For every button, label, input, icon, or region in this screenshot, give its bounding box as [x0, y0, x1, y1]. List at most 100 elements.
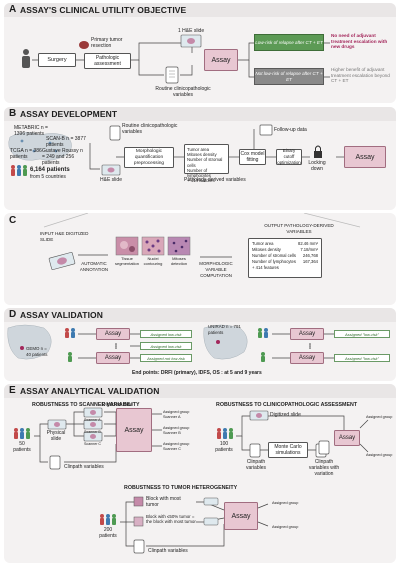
- scanb-label: SCAN-B n = 3877 patients: [46, 136, 86, 148]
- output-label: OUTPUT PATHOLOGY-DERIVED VARIABLES: [264, 223, 334, 234]
- scanner-n: 50 patients: [13, 441, 31, 453]
- assigned-scanner-b: Assigned group Scanner B: [163, 426, 190, 435]
- mitoses-label: Mitoses detection: [170, 256, 188, 266]
- locking-label: Locking down: [308, 160, 326, 172]
- input-label: INPUT H&E DIGITIZED SLIDE: [40, 231, 89, 242]
- people-icon: [11, 165, 27, 176]
- clinico-n: 100 patients: [215, 441, 233, 453]
- morph-comp-label: MORPHOLOGIC VARIABLE COMPUTATION: [199, 261, 233, 278]
- features-box: Tumor area Mitoses density Number of str…: [184, 144, 229, 183]
- clinpath-label-e1: Clinpath variables: [64, 464, 104, 470]
- block-50-label: Block with ≤50% tumor = the block with m…: [146, 514, 196, 524]
- lock-icon: [314, 145, 322, 158]
- clinico-title: ROBUSTNESS TO CLINICOPATHOLOGIC ASSESSME…: [216, 402, 358, 408]
- panel-b-letter: B: [9, 108, 17, 119]
- assay-box-d4: Assay: [290, 352, 324, 364]
- panel-a-arrows: [22, 34, 330, 84]
- assay-box-d2: Assay: [96, 352, 130, 364]
- clinico-slide-icon: [249, 410, 269, 421]
- panel-a: A ASSAY'S CLINICAL UTILITY OBJECTIVE Sur…: [4, 3, 396, 103]
- hetero-title: ROBUSTNESS TO TUMOR HETEROGENEITY: [124, 485, 238, 491]
- panel-a-letter: A: [9, 4, 17, 15]
- tablet-icon-e3: [133, 539, 145, 554]
- left-group-1: Assigned low-risk: [140, 342, 192, 350]
- out-row: Number of stromal cells 246,768: [252, 253, 318, 259]
- feature-0: Tumor area: [187, 147, 210, 152]
- feature-3: Number of lymphocytes: [187, 167, 211, 179]
- tissue-label: Tissue segmentation: [114, 256, 139, 266]
- scanner-b: Scanner B: [84, 430, 101, 434]
- out-row-label: Mitoses density: [252, 247, 281, 252]
- panel-c: C INPUT H&E DIGITIZED SLIDE AUTOMATIC AN…: [4, 213, 396, 305]
- path-derived-label: Pathology-derived variables: [184, 177, 246, 183]
- digitized-label: Digitized slide: [102, 402, 133, 408]
- unirad-label: UNIRAD n = 791 patients: [208, 324, 241, 335]
- routine-label-b: Routine clinicopathologic variables: [122, 123, 178, 135]
- clinico-clinpath-label: Clinpath variables: [245, 459, 266, 471]
- europe-map-right: [203, 324, 248, 360]
- right-group-0: Assigned "low-risk": [334, 330, 390, 338]
- auto-label: AUTOMATIC ANNOTATION: [79, 261, 109, 272]
- slide-icon: [180, 34, 202, 48]
- panel-e-letter: E: [9, 385, 16, 396]
- hetero-group-1: Assigned group: [272, 525, 299, 529]
- followup-icon: [259, 124, 273, 136]
- countries-label: from 5 countries: [30, 174, 66, 180]
- clinico-group-1: Assigned group: [366, 453, 393, 457]
- nuclei-label: Nuclei contouring: [143, 256, 163, 266]
- out-row-label: Tumor area: [252, 241, 274, 246]
- assay-box-b: Assay: [344, 146, 386, 168]
- mitoses-image: [167, 236, 191, 256]
- clinico-digitized-label: Digitized slide: [270, 412, 301, 418]
- assay-box-e1: Assay: [116, 408, 152, 452]
- assay-box-e2: Assay: [334, 430, 360, 446]
- europe-map-left: [7, 324, 52, 360]
- tumor-icon: [79, 41, 89, 49]
- tablet-icon-e1: [49, 455, 61, 470]
- out-row: Mitoses density 7.18/mm²: [252, 247, 318, 253]
- hetero-group-0: Assigned group: [272, 501, 299, 505]
- panel-d-title: ASSAY VALIDATION: [20, 310, 103, 320]
- assay-box-a: Assay: [204, 49, 238, 71]
- assay-box-d1: Assay: [96, 328, 130, 340]
- assigned-scanner-c: Assigned group Scanner C: [163, 442, 190, 451]
- left-group-0: Assigned low-risk: [140, 330, 192, 338]
- no-need-text: No need of adjuvant treatment escalation…: [331, 33, 388, 50]
- input-slide: [48, 252, 76, 270]
- gustave-label: Gustave Roussy n = 249 and 256 patients: [42, 148, 83, 166]
- binary-box: Binary cutoff optimization: [276, 148, 302, 165]
- panel-b-header: B ASSAY DEVELOPMENT: [4, 107, 396, 121]
- panel-d: D ASSAY VALIDATION GEMO n = 40 patients …: [4, 308, 396, 381]
- out-row-value: 82.46 mm²: [297, 241, 318, 246]
- world-map: [8, 132, 72, 161]
- panel-e: E ASSAY ANALYTICAL VALIDATION: [4, 384, 396, 563]
- assay-box-e3: Assay: [224, 502, 258, 530]
- monte-carlo-box: Monte Carlo simulations: [268, 442, 308, 458]
- out-row-value: 246,768: [302, 253, 318, 258]
- assigned-scanner-a: Assigned group Scanner A: [163, 410, 190, 419]
- panel-c-graphics: [43, 213, 361, 270]
- panel-d-graphics: [7, 324, 334, 362]
- tcga-label: TCGA n = 386 patients: [10, 148, 42, 160]
- panel-b-title: ASSAY DEVELOPMENT: [20, 109, 118, 119]
- followup-label: Follow-up data: [274, 127, 307, 133]
- output-table: Tumor area 82.46 mm² Mitoses density 7.18/…: [248, 238, 322, 278]
- higher-benefit-text: Higher benefit of adjuvant treatment esc…: [331, 67, 390, 84]
- out-row-label: Number of stromal cells: [252, 253, 296, 258]
- panel-d-letter: D: [9, 309, 17, 320]
- tablet-icon: [165, 66, 179, 84]
- he-slide-label: 1 H&E slide: [178, 28, 205, 34]
- clinico-group-0: Assigned group: [366, 415, 393, 419]
- block-icon-2: [133, 516, 144, 527]
- hetero-clinpath-label: Clinpath variables: [148, 548, 188, 554]
- low-risk-box: Low-risk of relapse after CT + ET: [254, 34, 324, 51]
- out-row-value: 7.18/mm²: [300, 247, 318, 252]
- panel-a-header: A ASSAY'S CLINICAL UTILITY OBJECTIVE: [4, 3, 396, 17]
- routine-label-a: Routine clinicopathologic variables: [155, 86, 211, 98]
- block-most-label: Block with most tumor: [146, 496, 181, 508]
- panel-e-graphics: [14, 407, 369, 554]
- out-row: + 414 features: [252, 265, 318, 271]
- feature-4: + 414 features: [187, 178, 215, 184]
- panel-b: B ASSAY DEVELOPMENT METABRIC n = 1396 pa…: [4, 107, 396, 210]
- slide-icon-b: [101, 164, 121, 176]
